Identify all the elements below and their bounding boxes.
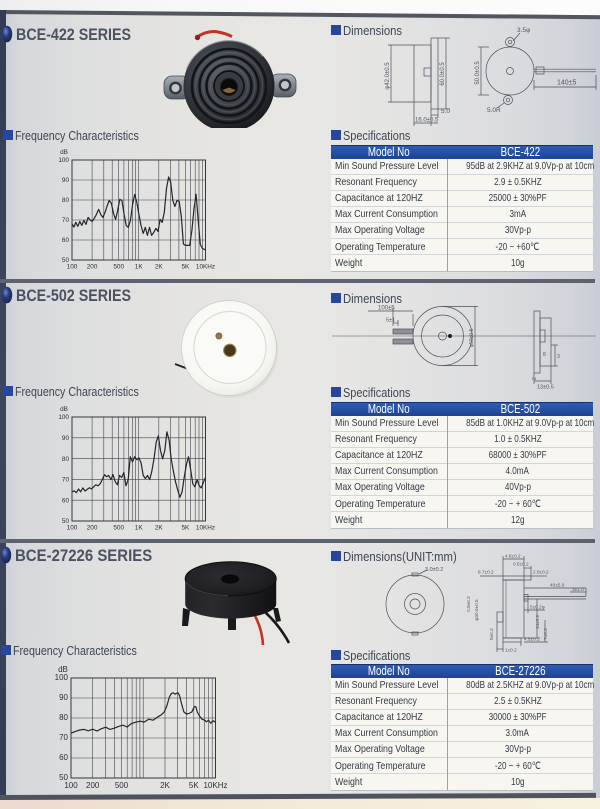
svg-text:5K: 5K bbox=[181, 524, 190, 531]
svg-text:φ42.0±0.5: φ42.0±0.5 bbox=[385, 62, 391, 90]
svg-text:2K: 2K bbox=[160, 781, 170, 790]
svg-text:5K: 5K bbox=[189, 781, 199, 790]
svg-text:dB: dB bbox=[60, 149, 68, 156]
svg-text:5.0R: 5.0R bbox=[487, 107, 501, 114]
svg-text:1K: 1K bbox=[134, 263, 143, 270]
svg-text:70: 70 bbox=[59, 733, 68, 742]
svg-text:2K: 2K bbox=[154, 263, 163, 270]
svg-text:100±5: 100±5 bbox=[378, 306, 395, 312]
svg-text:50: 50 bbox=[61, 518, 69, 525]
svg-text:14±0.2: 14±0.2 bbox=[535, 614, 540, 629]
svg-text:4.8±0.2: 4.8±0.2 bbox=[505, 554, 521, 559]
svg-text:100: 100 bbox=[58, 157, 69, 164]
svg-text:10KHz: 10KHz bbox=[203, 781, 227, 790]
svg-text:0.8±0.2: 0.8±0.2 bbox=[466, 596, 471, 612]
svg-text:5.0: 5.0 bbox=[441, 108, 450, 115]
svg-text:70: 70 bbox=[61, 477, 69, 484]
svg-text:10KHz: 10KHz bbox=[195, 263, 214, 270]
svg-text:50: 50 bbox=[61, 257, 69, 264]
svg-text:100: 100 bbox=[55, 673, 69, 682]
svg-text:3: 3 bbox=[557, 354, 560, 360]
svg-text:2K: 2K bbox=[154, 524, 163, 531]
svg-text:13±0.5: 13±0.5 bbox=[537, 385, 554, 391]
svg-text:500: 500 bbox=[115, 781, 129, 790]
svg-text:90: 90 bbox=[59, 693, 68, 702]
svg-text:80: 80 bbox=[59, 713, 68, 722]
svg-text:7±0.2: 7±0.2 bbox=[543, 628, 548, 640]
svg-text:5±0.2: 5±0.2 bbox=[489, 628, 494, 640]
svg-text:90: 90 bbox=[61, 435, 69, 442]
svg-text:100: 100 bbox=[66, 524, 77, 531]
svg-text:5±1: 5±1 bbox=[386, 318, 395, 324]
svg-text:φ30.0±0.5: φ30.0±0.5 bbox=[474, 599, 479, 621]
svg-text:200: 200 bbox=[86, 263, 97, 270]
svg-text:60: 60 bbox=[61, 497, 69, 504]
svg-text:4.5±0.2: 4.5±0.2 bbox=[524, 637, 540, 642]
svg-text:500: 500 bbox=[113, 524, 124, 531]
svg-text:80: 80 bbox=[61, 197, 69, 204]
svg-text:100: 100 bbox=[64, 781, 78, 790]
svg-text:60: 60 bbox=[61, 237, 69, 244]
svg-text:90: 90 bbox=[61, 177, 69, 184]
svg-text:60.0±0.5: 60.0±0.5 bbox=[440, 62, 446, 86]
svg-text:200: 200 bbox=[86, 781, 100, 790]
svg-text:dB: dB bbox=[60, 406, 68, 413]
svg-text:φ50±0.5: φ50±0.5 bbox=[469, 329, 475, 348]
svg-text:40±5.0: 40±5.0 bbox=[550, 583, 565, 588]
svg-text:100: 100 bbox=[58, 414, 69, 421]
svg-text:2: 2 bbox=[532, 377, 538, 380]
svg-text:5±0.2φ: 5±0.2φ bbox=[530, 605, 545, 610]
svg-text:3±1.0: 3±1.0 bbox=[572, 587, 584, 592]
svg-text:140±5: 140±5 bbox=[557, 80, 577, 87]
svg-text:500: 500 bbox=[113, 263, 124, 270]
svg-text:5K: 5K bbox=[181, 263, 190, 270]
svg-text:8: 8 bbox=[543, 352, 546, 358]
svg-text:100: 100 bbox=[66, 263, 77, 270]
svg-text:3.0±0.2: 3.0±0.2 bbox=[425, 567, 443, 573]
svg-text:10KHz: 10KHz bbox=[195, 524, 214, 531]
svg-text:8.7±0.2: 8.7±0.2 bbox=[478, 570, 494, 575]
svg-text:50: 50 bbox=[59, 773, 68, 782]
svg-text:1±0.2: 1±0.2 bbox=[505, 648, 517, 653]
svg-text:60: 60 bbox=[59, 753, 68, 762]
svg-text:80: 80 bbox=[61, 456, 69, 463]
svg-text:70: 70 bbox=[61, 217, 69, 224]
svg-text:50.0±0.5: 50.0±0.5 bbox=[475, 61, 481, 85]
svg-text:200: 200 bbox=[86, 524, 97, 531]
svg-text:1K: 1K bbox=[134, 524, 143, 531]
svg-text:0.5±0.2: 0.5±0.2 bbox=[513, 562, 529, 567]
svg-text:2.0±0.2: 2.0±0.2 bbox=[533, 570, 549, 575]
svg-text:3.5φ: 3.5φ bbox=[517, 27, 530, 34]
svg-text:16.0±0.5: 16.0±0.5 bbox=[415, 118, 439, 124]
svg-text:dB: dB bbox=[58, 665, 68, 674]
